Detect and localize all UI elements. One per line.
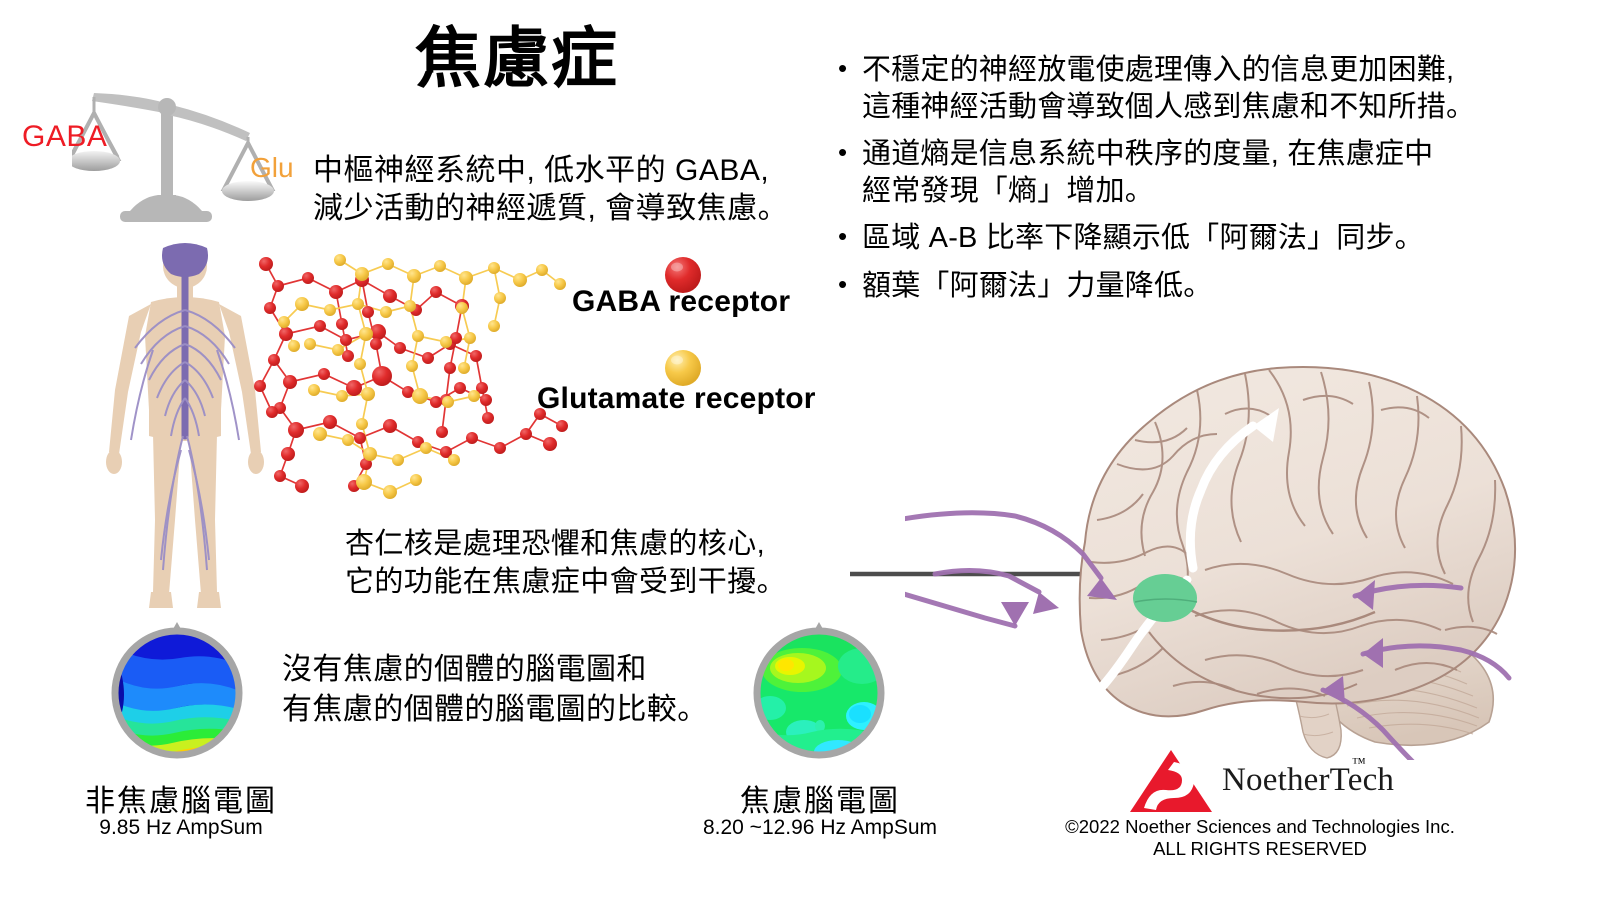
eeg-topomap-non-anxious — [100, 608, 255, 768]
brand-name: NoetherTech — [1222, 762, 1395, 798]
eeg-comparison-text: 沒有焦慮的個體的腦電圖和 有焦慮的個體的腦電圖的比較。 — [282, 653, 708, 726]
list-item-text: 區域 A-B 比率下降顯示低「阿爾法」同步。 — [862, 222, 1424, 255]
cns-description-text: 中樞神經系統中, 低水平的 GABA, 減少活動的神經遞質, 會導致焦慮。 — [313, 154, 789, 226]
legend-label-glutamate-receptor: Glutamate receptor — [537, 382, 816, 415]
receptor-network-diagram — [250, 248, 590, 513]
gaba-label: GABA — [22, 120, 108, 153]
legend-label-gaba-receptor: GABA receptor — [572, 285, 791, 318]
trademark-icon: ™ — [1352, 756, 1366, 771]
noethertech-logo-icon — [1128, 748, 1214, 814]
list-item: • 通道熵是信息系統中秩序的度量, 在焦慮症中 經常發現「熵」增加。 — [838, 136, 1568, 210]
list-item-text: 不穩定的神經放電使處理傳入的信息更加困難, 這種神經活動會導致個人感到焦慮和不知… — [862, 54, 1476, 124]
bullet-dot-icon: • — [838, 221, 848, 252]
eeg-topomap-anxious — [742, 608, 897, 768]
bullet-dot-icon: • — [838, 53, 848, 83]
balance-scale-illustration — [66, 85, 282, 225]
list-item-text: 通道熵是信息系統中秩序的度量, 在焦慮症中 經常發現「熵」增加。 — [862, 138, 1434, 208]
list-item: • 額葉「阿爾法」力量降低。 — [838, 268, 1568, 305]
eeg-left-title: 非焦慮腦電圖 — [85, 785, 277, 818]
amygdala-description-text: 杏仁核是處理恐懼和焦慮的核心, 它的功能在焦慮症中會受到干擾。 — [345, 528, 787, 599]
eeg-left-subtitle: 9.85 Hz AmpSum — [99, 816, 263, 839]
list-item: • 不穩定的神經放電使處理傳入的信息更加困難, 這種神經活動會導致個人感到焦慮和… — [838, 52, 1568, 126]
copyright-text: ©2022 Noether Sciences and Technologies … — [1065, 816, 1455, 859]
eeg-right-title: 焦慮腦電圖 — [740, 785, 900, 818]
eeg-right-subtitle: 8.20 ~12.96 Hz AmpSum — [702, 816, 938, 839]
page-title: 焦慮症 — [415, 21, 619, 95]
findings-bullet-list: • 不穩定的神經放電使處理傳入的信息更加困難, 這種神經活動會導致個人感到焦慮和… — [838, 52, 1568, 315]
nervous-system-figure — [95, 240, 275, 620]
gaba-receptor-swatch-icon — [663, 255, 703, 295]
bullet-dot-icon: • — [838, 268, 848, 299]
amygdala-highlight — [1133, 574, 1197, 622]
bullet-dot-icon: • — [838, 137, 848, 168]
glutamate-receptor-swatch-icon — [663, 348, 703, 388]
list-item: • 區域 A-B 比率下降顯示低「阿爾法」同步。 — [838, 220, 1568, 257]
brain-illustration — [894, 330, 1545, 765]
glu-label: Glu — [250, 152, 294, 183]
list-item-text: 額葉「阿爾法」力量降低。 — [862, 269, 1213, 302]
